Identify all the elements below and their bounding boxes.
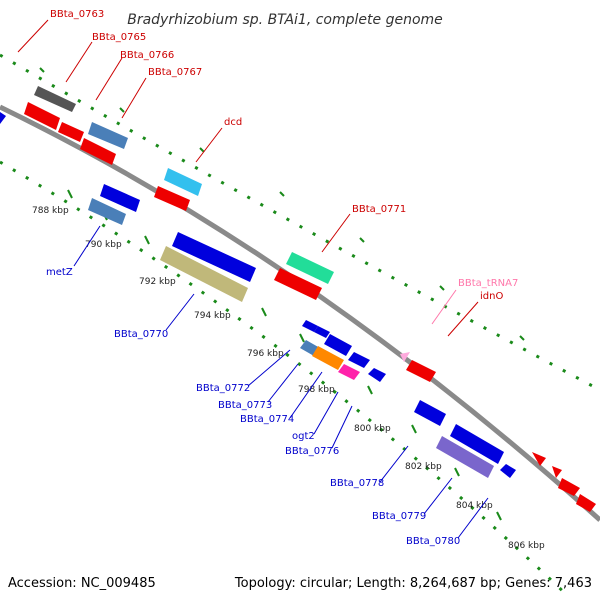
label-bbta-0774: BBta_0774 (240, 414, 294, 425)
gene-arrow-0776 (368, 368, 386, 382)
label-bbta-0767: BBta_0767 (148, 67, 202, 78)
idno-leader-line (447, 301, 479, 337)
gene-arrow-small-c (324, 334, 352, 356)
gene-arrow-0778 (414, 400, 446, 426)
gene-arrow-0770-a (172, 232, 256, 282)
gene-arrow-0779 (436, 436, 494, 478)
trna-leader-line (431, 289, 457, 325)
gene-arrow-d (576, 494, 596, 512)
tick-label-788: 788 kbp (32, 206, 69, 216)
gene-arrow-0763 (34, 86, 76, 112)
gene-arrow-metz-a (100, 184, 140, 212)
label-bbta-0779: BBta_0779 (372, 511, 426, 522)
label-ogt2: ogt2 (292, 431, 315, 442)
gene-arrow-0774 (338, 364, 360, 380)
gene-arrow-ogt2 (348, 352, 370, 368)
label-bbta-0776: BBta_0776 (285, 446, 339, 457)
tick-label-790: 790 kbp (85, 240, 122, 250)
label-idno: idnO (480, 291, 503, 302)
tick-label-800: 800 kbp (354, 424, 391, 434)
tick-label-798: 798 kbp (298, 385, 335, 395)
forward-features (0, 86, 596, 512)
gene-arrow-0771 (286, 252, 334, 284)
label-bbta-trna7: BBta_tRNA7 (458, 278, 518, 289)
gene-arrow-dcd (164, 168, 202, 196)
gene-arrow-0767 (80, 138, 116, 165)
reverse-features (88, 184, 516, 478)
label-bbta-0770: BBta_0770 (114, 329, 168, 340)
label-bbta-0765: BBta_0765 (92, 32, 146, 43)
label-bbta-0766: BBta_0766 (120, 50, 174, 61)
label-dcd: dcd (224, 117, 242, 128)
gene-arrow-idno (406, 360, 436, 382)
forward-leader-lines (17, 19, 351, 253)
gene-arrow-0779-a (450, 424, 504, 464)
gene-arrow-0769 (154, 186, 190, 211)
tick-label-802: 802 kbp (405, 462, 442, 472)
gene-arrow-b (552, 466, 562, 478)
genome-summary-text: Topology: circular; Length: 8,264,687 bp… (234, 576, 592, 591)
gene-arrow-0771b (274, 268, 322, 300)
tick-label-792: 792 kbp (139, 277, 176, 287)
label-metz: metZ (46, 267, 73, 278)
label-bbta-0763: BBta_0763 (50, 9, 104, 20)
outer-dotted-track (0, 53, 600, 392)
tick-label-804: 804 kbp (456, 501, 493, 511)
gene-arrow-0765 (58, 122, 84, 142)
forward-labels: BBta_0763 BBta_0765 BBta_0766 BBta_0767 … (50, 9, 518, 302)
gene-arrow-metz (88, 198, 126, 225)
gene-arrow-a (532, 452, 546, 466)
gene-arrow-0770 (160, 246, 248, 302)
gene-arrow (0, 112, 6, 124)
gene-arrow-small-b (314, 326, 330, 338)
inner-dotted-track (0, 160, 572, 600)
reverse-leader-lines (73, 225, 489, 539)
tick-label-796: 796 kbp (247, 349, 284, 359)
label-bbta-0780: BBta_0780 (406, 536, 460, 547)
label-bbta-0773: BBta_0773 (218, 400, 272, 411)
genome-backbone (0, 104, 600, 522)
gene-arrow-trna7 (400, 352, 410, 362)
tick-labels: 788 kbp 790 kbp 792 kbp 794 kbp 796 kbp … (32, 206, 545, 551)
map-title: Bradyrhizobium sp. BTAi1, complete genom… (127, 12, 443, 28)
label-bbta-0772: BBta_0772 (196, 383, 250, 394)
tick-label-794: 794 kbp (194, 311, 231, 321)
reverse-labels: metZ BBta_0770 BBta_0772 BBta_0773 BBta_… (46, 267, 460, 547)
label-bbta-0778: BBta_0778 (330, 478, 384, 489)
label-bbta-0771: BBta_0771 (352, 204, 406, 215)
gene-arrow-small-a (302, 320, 318, 332)
gene-arrow-0773 (312, 346, 344, 370)
tick-label-806: 806 kbp (508, 541, 545, 551)
gene-arrow-0766 (88, 122, 128, 149)
gene-arrow-c (558, 478, 580, 496)
accession-text: Accession: NC_009485 (8, 576, 156, 591)
gene-arrow-0780 (500, 464, 516, 478)
gene-arrow-0764 (24, 102, 60, 130)
